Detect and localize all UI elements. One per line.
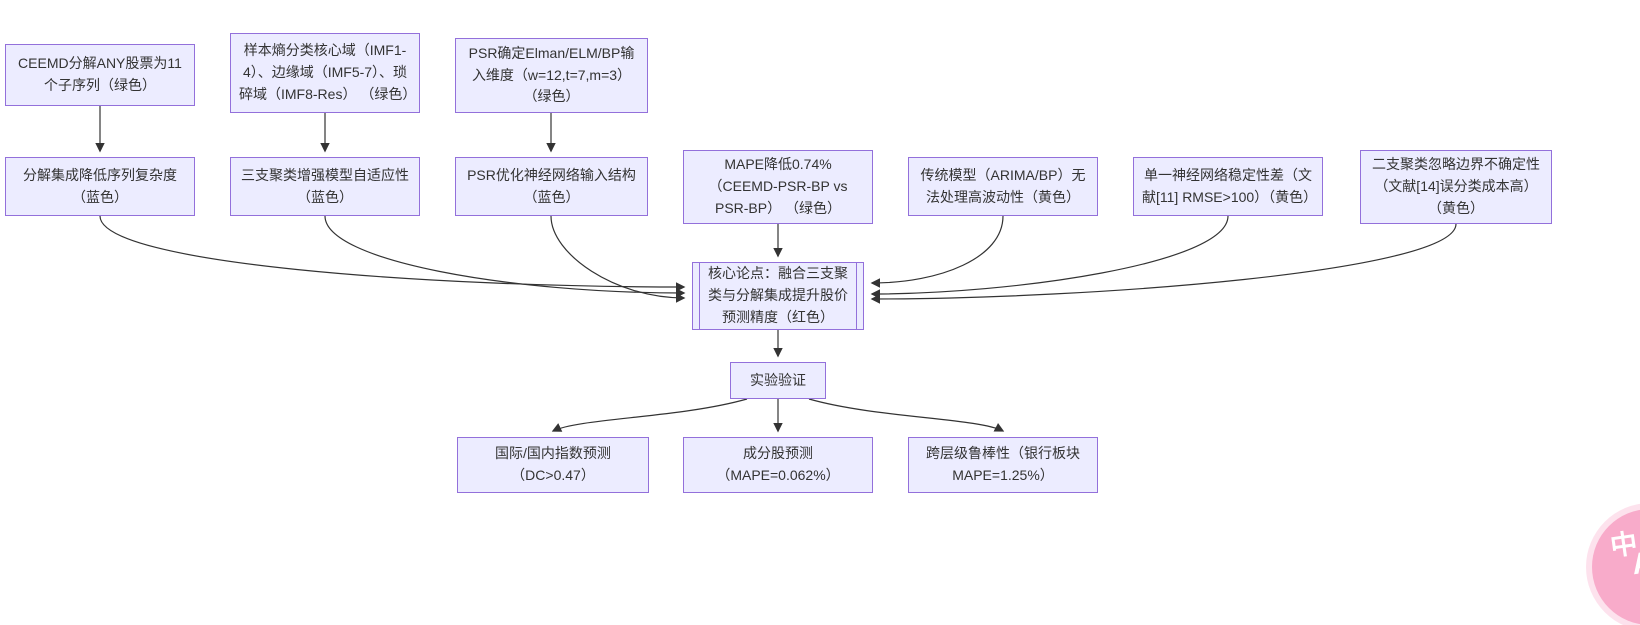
- node-constituent-prediction: 成分股预测（MAPE=0.062%）: [683, 437, 873, 493]
- node-decomposition-integration: 分解集成降低序列复杂度（蓝色）: [5, 157, 195, 216]
- node-two-way-clustering: 二支聚类忽略边界不确定性（文献[14]误分类成本高）（黄色）: [1360, 150, 1552, 224]
- node-three-way-clustering: 三支聚类增强模型自适应性（蓝色）: [230, 157, 420, 216]
- node-sample-entropy: 样本熵分类核心域（IMF1-4）、边缘域（IMF5-7）、琐碎域（IMF8-Re…: [230, 33, 420, 113]
- node-index-prediction: 国际/国内指数预测（DC>0.47）: [457, 437, 649, 493]
- node-traditional-model: 传统模型（ARIMA/BP）无法处理高波动性（黄色）: [908, 157, 1098, 216]
- node-experiment-validation: 实验验证: [730, 362, 826, 399]
- edge-exp-robust: [808, 398, 1005, 432]
- edge-threeway-core: [324, 215, 686, 298]
- edge-decomp-core: [99, 215, 686, 292]
- diagram-edges-layer: [95, 106, 1457, 433]
- node-single-neural-network: 单一神经网络稳定性差（文献[11] RMSE>100）（黄色）: [1133, 157, 1323, 216]
- node-ceemd-decompose: CEEMD分解ANY股票为11个子序列（绿色）: [5, 44, 195, 106]
- edge-arima-core: [870, 215, 1004, 288]
- node-cross-level-robustness: 跨层级鲁棒性（银行板块 MAPE=1.25%）: [908, 437, 1098, 493]
- node-mape-reduction: MAPE降低0.74%（CEEMD-PSR-BP vs PSR-BP） （绿色）: [683, 150, 873, 224]
- node-psr-input-dimension: PSR确定Elman/ELM/BP输入维度（w=12,t=7,m=3） （绿色）: [455, 38, 648, 113]
- edge-singlenn-core: [870, 215, 1229, 299]
- node-core-thesis: 核心论点：融合三支聚类与分解集成提升股价预测精度（红色）: [692, 262, 864, 330]
- node-psr-optimization: PSR优化神经网络输入结构（蓝色）: [455, 157, 648, 216]
- edge-psropt-core: [550, 215, 686, 303]
- translate-en-icon: A: [1629, 545, 1640, 582]
- edge-exp-index: [551, 398, 748, 432]
- edge-twoway-core: [870, 223, 1457, 304]
